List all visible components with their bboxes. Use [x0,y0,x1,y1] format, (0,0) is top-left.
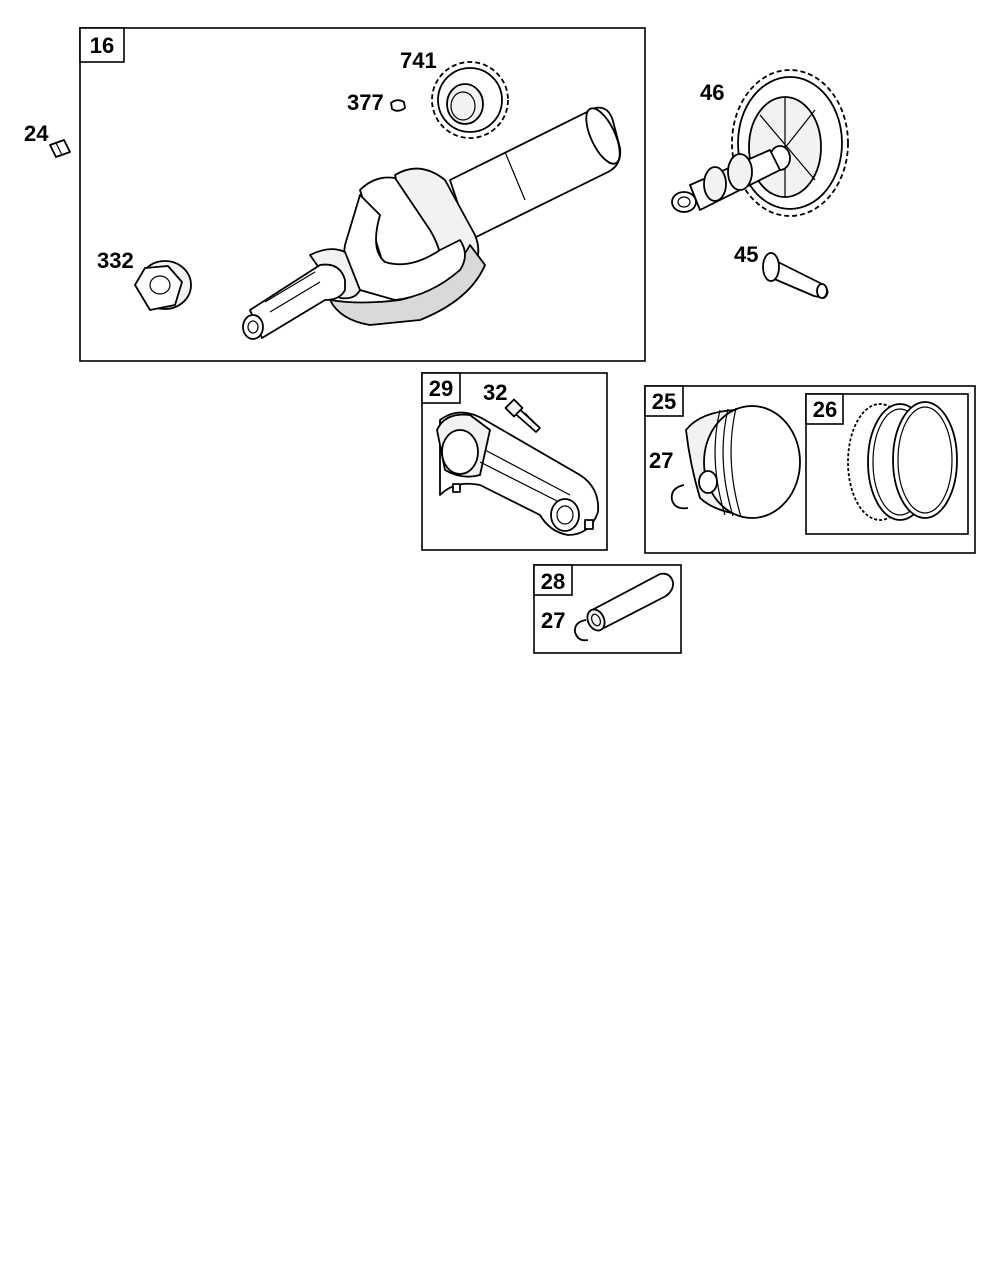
connecting-rod-assembly-group: 29 32 [421,372,608,551]
connecting-rod-screw-icon[interactable] [504,398,541,433]
flange-nut-callout[interactable]: 332 [97,248,134,273]
piston-pin-assembly-tag [533,564,573,596]
crankshaft-key-callout[interactable]: 377 [347,90,384,115]
piston-assembly-number[interactable]: 25 [652,389,676,414]
piston-icon[interactable] [685,405,801,519]
piston-assembly-frame [644,385,976,554]
crankshaft-assembly-frame [79,27,646,362]
crankshaft-assembly-group: 16 741 [79,27,646,362]
crankshaft-gear-icon[interactable] [431,61,509,139]
piston-pin-retainer-icon[interactable] [574,619,589,642]
piston-pin-icon[interactable] [584,572,675,634]
connecting-rod-assembly-tag [421,372,461,404]
camshaft-icon[interactable] [671,69,849,217]
camshaft-callout[interactable]: 46 [700,80,724,105]
woodruff-key-callout[interactable]: 24 [24,121,49,146]
woodruff-key-icon[interactable] [49,139,71,158]
connecting-rod-assembly-frame [421,372,608,551]
crankshaft-assembly-number[interactable]: 16 [90,33,114,58]
crankshaft-key-icon[interactable] [390,99,406,112]
piston-rings-assembly-tag [805,393,844,425]
crankshaft-gear-callout[interactable]: 741 [400,48,437,73]
crankshaft-icon[interactable] [242,104,627,340]
piston-rings-assembly-number[interactable]: 26 [813,397,837,422]
connecting-rod-assembly-number[interactable]: 29 [429,376,453,401]
piston-rings-icon[interactable] [847,401,958,521]
piston-assembly-tag [644,385,684,417]
tappet-callout[interactable]: 45 [734,242,758,267]
piston-pin-assembly-number[interactable]: 28 [541,569,565,594]
piston-retainer-callout[interactable]: 27 [649,448,673,473]
flange-nut-icon[interactable] [134,260,192,311]
piston-rings-assembly-group: 26 [805,393,969,535]
piston-retainer-icon[interactable] [670,484,689,510]
connecting-rod-screw-callout[interactable]: 32 [483,380,507,405]
piston-assembly-group: 25 27 26 [644,385,976,554]
crankshaft-assembly-tag [79,27,125,63]
piston-rings-assembly-frame [805,393,969,535]
piston-pin-retainer-callout[interactable]: 27 [541,608,565,633]
tappet-icon[interactable] [762,252,829,299]
piston-pin-assembly-group: 28 27 [533,564,682,654]
connecting-rod-icon[interactable] [436,411,600,536]
piston-pin-assembly-frame [533,564,682,654]
